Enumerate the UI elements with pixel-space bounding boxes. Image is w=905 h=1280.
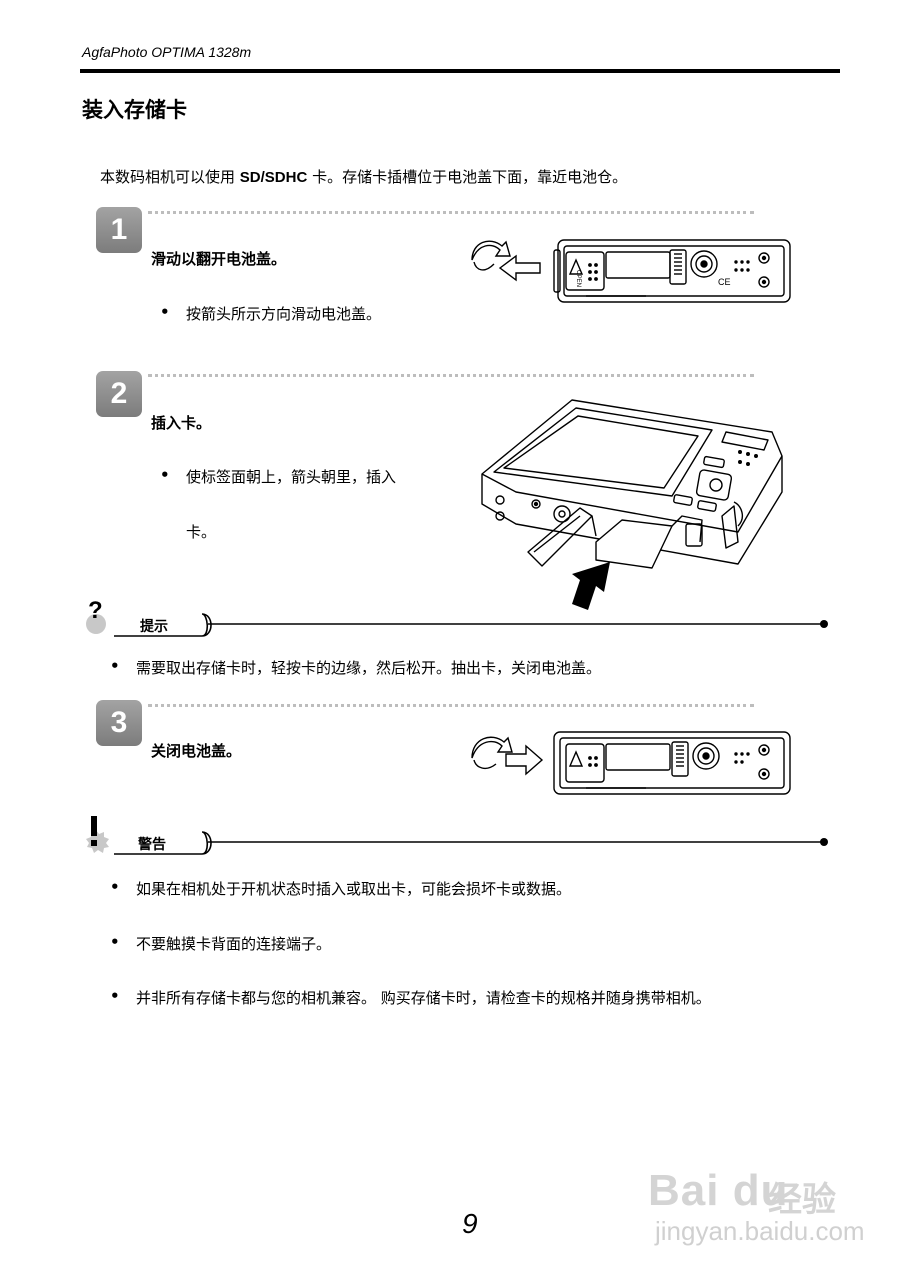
ce-mark: CE: [718, 277, 731, 287]
step-3-badge: 3: [96, 700, 142, 746]
step-1-badge: 1: [96, 207, 142, 253]
intro-before: 本数码相机可以使用: [100, 168, 240, 186]
warning-label: 警告: [138, 837, 166, 853]
header-rule: [80, 69, 840, 73]
page-number: 9: [462, 1208, 478, 1239]
open-label: OPEN: [575, 270, 581, 287]
step-2-heading: 插入卡。: [151, 414, 212, 432]
warning-icon: [80, 812, 114, 854]
intro-bold: SD/SDHC: [239, 169, 308, 186]
step-2-bullet-line1: 使标签面朝上，箭头朝里，插入: [160, 466, 396, 487]
intro-text: 本数码相机可以使用 SD/SDHC 卡。存储卡插槽位于电池盖下面，靠近电池仓。: [100, 166, 627, 187]
tip-item: 需要取出存储卡时，轻按卡的边缘，然后松开。抽出卡，关闭电池盖。: [110, 657, 601, 678]
flip-icon: [471, 736, 513, 759]
step-1-bullet: 按箭头所示方向滑动电池盖。: [160, 303, 381, 324]
arrow-right-icon: [505, 744, 544, 776]
step-2-badge: 2: [96, 371, 142, 417]
warning-item-2: 不要触摸卡背面的连接端子。: [110, 933, 331, 954]
step-3-heading: 关闭电池盖。: [151, 742, 242, 760]
watermark-logo: Bai du: [648, 1166, 789, 1215]
camera-bottom-close-illustration: [471, 731, 791, 795]
warning-line: [114, 831, 828, 855]
step-2-divider: [148, 374, 754, 377]
camera-insert-card-illustration: [481, 399, 783, 610]
header-title: AgfaPhoto OPTIMA 1328m: [82, 44, 252, 60]
step-3-divider: [148, 704, 754, 707]
svg-text:?: ?: [88, 598, 103, 624]
watermark-url: jingyan.baidu.com: [655, 1216, 865, 1246]
tip-icon: ?: [82, 597, 116, 636]
warning-item-3: 并非所有存储卡都与您的相机兼容。 购买存储卡时，请检查卡的规格并随身携带相机。: [110, 987, 711, 1008]
watermark-cn: 经验: [768, 1180, 836, 1220]
exclamation-icon: [86, 816, 109, 853]
question-icon: ?: [86, 597, 106, 634]
step-2-bullet-line2: 卡。: [186, 523, 217, 541]
insert-arrow-icon: [572, 562, 610, 610]
step-1-heading: 滑动以翻开电池盖。: [151, 250, 287, 268]
flip-icon: [471, 240, 511, 261]
warning-item-1: 如果在相机处于开机状态时插入或取出卡，可能会损坏卡或数据。: [110, 878, 571, 899]
section-title: 装入存储卡: [82, 98, 187, 122]
camera-bottom-open-illustration: OPEN CE: [471, 239, 791, 303]
tip-label: 提示: [140, 619, 168, 635]
step-1-divider: [148, 211, 754, 214]
tip-line: [114, 613, 828, 637]
arrow-left-icon: [498, 254, 541, 282]
intro-after: 卡。存储卡插槽位于电池盖下面，靠近电池仓。: [307, 168, 628, 186]
